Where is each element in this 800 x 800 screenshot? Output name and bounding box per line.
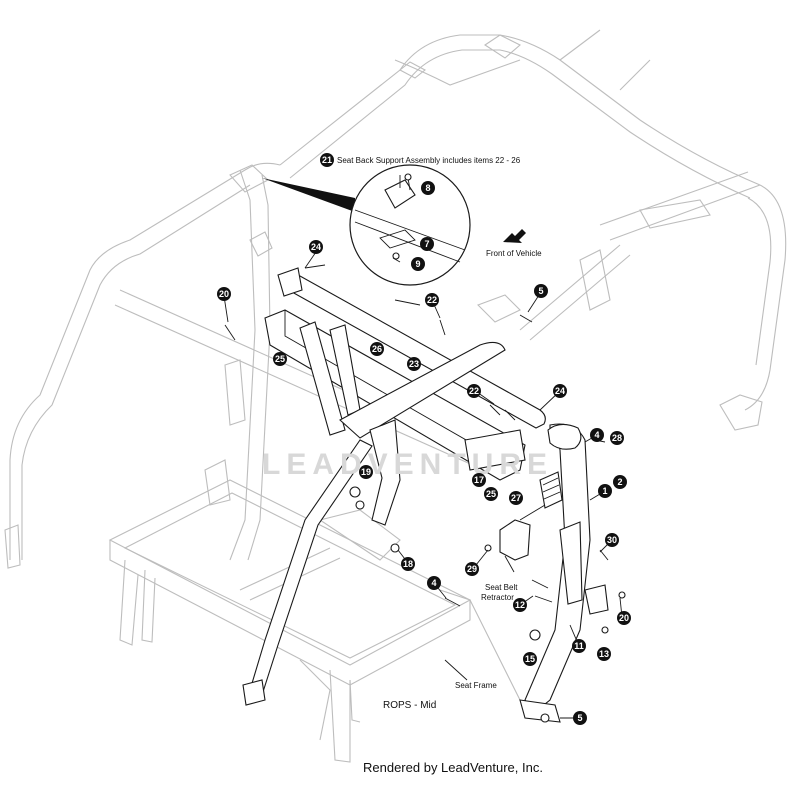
svg-text:20: 20 — [219, 289, 229, 299]
footer-credit: Rendered by LeadVenture, Inc. — [363, 760, 543, 775]
callout-15: 15 — [523, 652, 537, 666]
svg-text:20: 20 — [619, 613, 629, 623]
svg-text:24: 24 — [311, 242, 321, 252]
callout-4: 4 — [590, 428, 604, 442]
svg-text:17: 17 — [474, 475, 484, 485]
callout-20: 20 — [217, 287, 231, 301]
svg-text:24: 24 — [555, 386, 565, 396]
svg-text:21: 21 — [322, 155, 332, 165]
svg-text:13: 13 — [599, 649, 609, 659]
callout-19: 19 — [359, 465, 373, 479]
callout-4: 4 — [427, 576, 441, 590]
assembly-note: Seat Back Support Assembly includes item… — [337, 156, 521, 165]
callout-5: 5 — [573, 711, 587, 725]
callout-20: 20 — [617, 611, 631, 625]
callout-11: 11 — [572, 639, 586, 653]
callout-22: 22 — [467, 384, 481, 398]
front-of-vehicle-label: Front of Vehicle — [486, 249, 542, 258]
svg-text:25: 25 — [486, 489, 496, 499]
callout-25: 25 — [484, 487, 498, 501]
callout-29: 29 — [465, 562, 479, 576]
seat-back-support-assembly — [242, 267, 546, 706]
detail-inset — [262, 164, 471, 286]
seat-belt-retractor — [499, 471, 563, 561]
svg-text:25: 25 — [275, 354, 285, 364]
svg-text:18: 18 — [403, 559, 413, 569]
callout-8: 8 — [421, 181, 435, 195]
svg-text:4: 4 — [594, 430, 599, 440]
svg-text:19: 19 — [361, 467, 371, 477]
svg-text:23: 23 — [409, 359, 419, 369]
svg-text:30: 30 — [607, 535, 617, 545]
svg-text:11: 11 — [574, 641, 584, 651]
callout-30: 30 — [605, 533, 619, 547]
callout-12: 12 — [513, 598, 527, 612]
hardware — [224, 264, 626, 723]
svg-text:15: 15 — [525, 654, 535, 664]
callout-18: 18 — [401, 557, 415, 571]
svg-text:8: 8 — [425, 183, 430, 193]
callout-25: 25 — [273, 352, 287, 366]
roll-cage-outline — [4, 29, 787, 569]
callout-26: 26 — [370, 342, 384, 356]
front-direction-arrow — [503, 229, 526, 243]
callout-22: 22 — [425, 293, 439, 307]
callout-5: 5 — [534, 284, 548, 298]
callout-23: 23 — [407, 357, 421, 371]
watermark: LEADVENTURE — [262, 448, 553, 481]
callout-1: 1 — [598, 484, 612, 498]
svg-text:22: 22 — [427, 295, 437, 305]
svg-text:28: 28 — [612, 433, 622, 443]
svg-text:22: 22 — [469, 386, 479, 396]
callout-24: 24 — [309, 240, 323, 254]
callout-7: 7 — [420, 237, 434, 251]
svg-text:7: 7 — [424, 239, 429, 249]
svg-text:2: 2 — [617, 477, 622, 487]
callout-2: 2 — [613, 475, 627, 489]
callout-21: 21 — [320, 153, 334, 167]
callout-13: 13 — [597, 647, 611, 661]
svg-text:9: 9 — [415, 259, 420, 269]
rops-mid-label: ROPS - Mid — [383, 700, 436, 711]
callout-27: 27 — [509, 491, 523, 505]
svg-text:27: 27 — [511, 493, 521, 503]
callout-28: 28 — [610, 431, 624, 445]
svg-text:1: 1 — [602, 486, 607, 496]
rops-mid-upright — [519, 423, 609, 723]
seat-belt-retractor-label-line2: Retractor — [481, 593, 514, 602]
callout-24: 24 — [553, 384, 567, 398]
seat-belt-retractor-label-line1: Seat Belt — [485, 583, 518, 592]
svg-text:4: 4 — [431, 578, 436, 588]
svg-text:5: 5 — [577, 713, 582, 723]
seat-frame-outline — [108, 479, 546, 763]
svg-text:26: 26 — [372, 344, 382, 354]
svg-text:12: 12 — [515, 600, 525, 610]
callout-17: 17 — [472, 473, 486, 487]
svg-text:5: 5 — [538, 286, 543, 296]
callout-9: 9 — [411, 257, 425, 271]
svg-text:29: 29 — [467, 564, 477, 574]
seat-frame-label: Seat Frame — [455, 681, 497, 690]
